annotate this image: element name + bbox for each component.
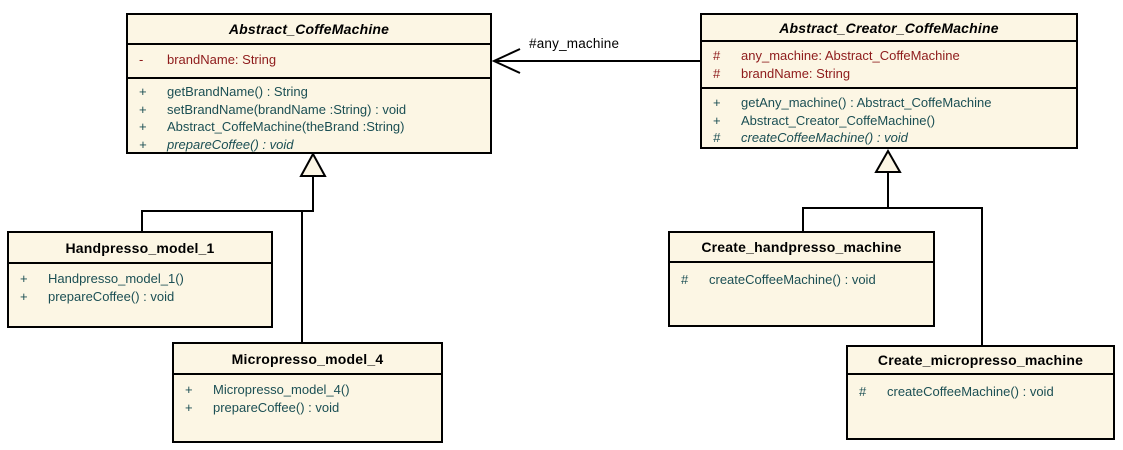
visibility-symbol: +: [139, 119, 147, 134]
visibility-symbol: +: [185, 399, 193, 415]
method-row-abstract: # createCoffeeMachine() : void: [702, 129, 1076, 147]
class-title: Abstract_Creator_CoffeMachine: [702, 15, 1076, 42]
method-text: createCoffeeMachine() : void: [887, 384, 1054, 399]
class-abstract-coffemachine[interactable]: Abstract_CoffeMachine - brandName: Strin…: [126, 13, 492, 154]
method-row: + getBrandName() : String: [128, 83, 490, 101]
attributes-compartment: - brandName: String: [128, 45, 490, 79]
visibility-symbol: #: [713, 130, 721, 145]
generalization-triangle-icon-left: [299, 151, 327, 177]
method-row: # createCoffeeMachine() : void: [848, 383, 1113, 401]
visibility-symbol: +: [139, 101, 147, 117]
method-text: Handpresso_model_1(): [48, 271, 184, 286]
method-row: + Abstract_Creator_CoffeMachine(): [702, 112, 1076, 130]
method-row: + setBrandName(brandName :String) : void: [128, 101, 490, 119]
method-text: createCoffeeMachine() : void: [709, 272, 876, 287]
association-label-any-machine[interactable]: #any_machine: [529, 36, 620, 51]
method-text: setBrandName(brandName :String) : void: [167, 101, 407, 117]
method-row: + getAny_machine() : Abstract_CoffeMachi…: [702, 94, 1076, 112]
class-create-micropresso-machine[interactable]: Create_micropresso_machine # createCoffe…: [846, 345, 1115, 440]
method-row: # createCoffeeMachine() : void: [670, 271, 933, 289]
methods-compartment: + Handpresso_model_1() + prepareCoffee()…: [9, 264, 271, 326]
class-title: Handpresso_model_1: [9, 233, 271, 264]
class-handpresso-model-1[interactable]: Handpresso_model_1 + Handpresso_model_1(…: [7, 231, 273, 328]
method-text: getAny_machine() : Abstract_CoffeMachine: [741, 95, 992, 110]
open-arrowhead-icon: [491, 48, 521, 74]
method-row: + Handpresso_model_1(): [9, 270, 271, 288]
method-row: + prepareCoffee() : void: [9, 288, 271, 306]
attribute-row: - brandName: String: [128, 51, 490, 69]
method-text: Micropresso_model_4(): [213, 382, 350, 397]
visibility-symbol: +: [185, 382, 193, 397]
visibility-symbol: -: [139, 52, 144, 67]
attributes-compartment: # any_machine: Abstract_CoffeMachine # b…: [702, 42, 1076, 89]
visibility-symbol: #: [713, 65, 721, 81]
methods-compartment: + getAny_machine() : Abstract_CoffeMachi…: [702, 89, 1076, 147]
generalization-triangle-icon-right: [874, 148, 902, 173]
class-title: Micropresso_model_4: [174, 344, 441, 375]
method-row: + prepareCoffee() : void: [174, 399, 441, 417]
class-create-handpresso-machine[interactable]: Create_handpresso_machine # createCoffee…: [668, 231, 935, 327]
visibility-symbol: #: [713, 48, 721, 63]
method-text: Abstract_CoffeMachine(theBrand :String): [167, 119, 405, 134]
method-text: prepareCoffee() : void: [48, 288, 175, 304]
method-row-abstract: + prepareCoffee() : void: [128, 136, 490, 154]
method-row: + Abstract_CoffeMachine(theBrand :String…: [128, 118, 490, 136]
method-text: createCoffeeMachine() : void: [741, 130, 908, 145]
attribute-text: brandName: String: [741, 65, 851, 81]
method-row: + Micropresso_model_4(): [174, 381, 441, 399]
attribute-text: any_machine: Abstract_CoffeMachine: [741, 48, 960, 63]
method-text: getBrandName() : String: [167, 84, 308, 99]
visibility-symbol: #: [859, 384, 867, 399]
visibility-symbol: +: [713, 112, 721, 128]
method-text: prepareCoffee() : void: [167, 136, 294, 152]
attribute-text: brandName: String: [167, 52, 277, 67]
method-text: Abstract_Creator_CoffeMachine(): [741, 112, 936, 128]
class-title: Create_handpresso_machine: [670, 233, 933, 263]
class-abstract-creator-coffemachine[interactable]: Abstract_Creator_CoffeMachine # any_mach…: [700, 13, 1078, 149]
visibility-symbol: +: [20, 271, 28, 286]
methods-compartment: + getBrandName() : String + setBrandName…: [128, 79, 490, 153]
class-micropresso-model-4[interactable]: Micropresso_model_4 + Micropresso_model_…: [172, 342, 443, 443]
method-text: prepareCoffee() : void: [213, 399, 340, 415]
attribute-row: # brandName: String: [702, 65, 1076, 83]
methods-compartment: # createCoffeeMachine() : void: [670, 263, 933, 325]
visibility-symbol: +: [139, 84, 147, 99]
methods-compartment: + Micropresso_model_4() + prepareCoffee(…: [174, 375, 441, 441]
class-title: Create_micropresso_machine: [848, 347, 1113, 375]
visibility-symbol: +: [139, 136, 147, 152]
visibility-symbol: #: [681, 272, 689, 287]
class-title: Abstract_CoffeMachine: [128, 15, 490, 45]
attribute-row: # any_machine: Abstract_CoffeMachine: [702, 47, 1076, 65]
methods-compartment: # createCoffeeMachine() : void: [848, 375, 1113, 438]
visibility-symbol: +: [713, 95, 721, 110]
visibility-symbol: +: [20, 288, 28, 304]
